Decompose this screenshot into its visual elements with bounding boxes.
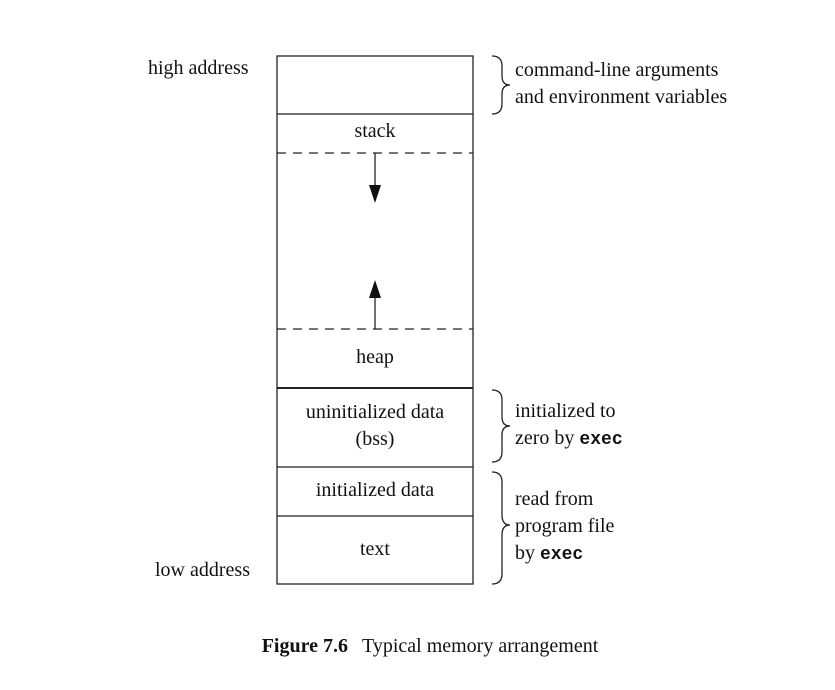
program-annotation-prefix: by — [515, 542, 540, 564]
figure-number: Figure 7.6 — [261, 635, 348, 657]
brace-program — [491, 471, 511, 585]
figure-title: Typical memory arrangement — [362, 635, 599, 657]
program-annotation-line1: read from — [515, 488, 594, 510]
bss-annotation-line1: initialized to — [515, 400, 616, 422]
high-address-label: high address — [148, 57, 249, 79]
memory-box — [276, 55, 474, 585]
stack-segment-label: stack — [354, 120, 396, 142]
bss-annotation-exec-code: exec — [579, 430, 623, 450]
program-annotation-line3: by exec — [515, 540, 583, 569]
program-annotation-exec-code: exec — [540, 545, 584, 565]
stack-growth-arrow-head — [369, 185, 381, 203]
figure-caption: Figure 7.6 Typical memory arrangement — [0, 633, 835, 660]
args-annotation-line1: command-line arguments — [515, 59, 719, 81]
heap-segment-label: heap — [356, 346, 394, 368]
initialized-data-segment-label: initialized data — [315, 479, 435, 501]
brace-bss — [491, 389, 511, 463]
bss-segment-label-line2: (bss) — [355, 428, 395, 450]
heap-growth-arrow-head — [369, 280, 381, 298]
text-segment-label: text — [360, 538, 390, 560]
program-annotation-line2: program file — [515, 515, 615, 537]
bss-segment-label-line1: uninitialized data — [305, 401, 445, 423]
bss-annotation-line2: zero by exec — [515, 425, 623, 454]
low-address-label: low address — [155, 559, 250, 581]
bss-annotation-prefix: zero by — [515, 427, 580, 449]
args-annotation-line2: and environment variables — [515, 86, 728, 108]
brace-args — [491, 55, 511, 115]
